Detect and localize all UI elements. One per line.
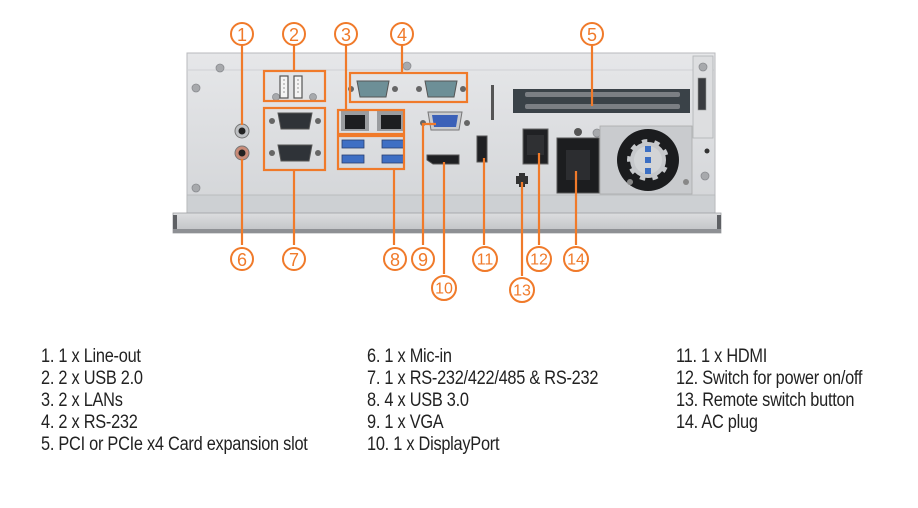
latch [697,77,707,111]
lan-ports [341,111,405,131]
svg-text:5: 5 [587,25,597,45]
hole [704,148,710,154]
svg-text:3: 3 [341,25,351,45]
com-ports [269,112,321,162]
callout-3: 3 [334,22,358,46]
slot-indicator [491,85,494,120]
svg-text:14: 14 [567,252,585,269]
expansion-slot [513,89,690,113]
legend-item: 12. Switch for power on/off [676,368,863,389]
callout-6: 6 [230,247,254,271]
legend-item: 2. 2 x USB 2.0 [41,368,143,389]
callout-9: 9 [411,247,435,271]
power-switch [522,128,549,165]
vga-port [420,111,470,131]
callout-7: 7 [282,247,306,271]
legend-item: 10. 1 x DisplayPort [367,434,500,455]
screw [215,63,225,73]
svg-text:2: 2 [289,25,299,45]
svg-text:8: 8 [390,250,400,270]
legend-item: 14. AC plug [676,412,758,433]
svg-text:13: 13 [513,283,531,300]
screw [272,93,280,101]
screw [698,62,708,72]
legend-item: 6. 1 x Mic-in [367,346,452,367]
usb2-ports [279,75,303,99]
callout-8: 8 [383,247,407,271]
callout-10: 10 [431,275,457,301]
screws [191,61,710,193]
remote-switch-button [516,173,528,187]
legend-column-3: 11. 1 x HDMI 12. Switch for power on/off… [676,346,862,434]
usb3-ports [341,139,405,164]
callout-1: 1 [230,22,254,46]
svg-text:11: 11 [477,252,494,269]
rear-panel-diagram: 1 2 3 4 5 6 7 8 9 10 11 12 13 14 [172,22,722,303]
line-out-jack [234,123,250,139]
legend-item: 1. 1 x Line-out [41,346,141,367]
legend-item: 5. PCI or PCIe x4 Card expansion slot [41,434,308,455]
legend-item: 13. Remote switch button [676,390,855,411]
legend-item: 4. 2 x RS-232 [41,412,138,433]
callout-lines [240,45,594,276]
mic-in-jack [234,145,250,161]
fan [599,125,693,195]
screw [191,183,201,193]
svg-text:10: 10 [435,281,453,298]
callout-12: 12 [526,246,552,272]
legend-item: 7. 1 x RS-232/422/485 & RS-232 [367,368,599,389]
callout-14: 14 [563,246,589,272]
callout-13: 13 [509,277,535,303]
hdmi-port [476,135,488,163]
legend-item: 8. 4 x USB 3.0 [367,390,469,411]
svg-text:1: 1 [237,25,247,45]
svg-text:6: 6 [237,250,247,270]
screw [402,61,412,71]
legend-item: 3. 2 x LANs [41,390,123,411]
displayport-port [426,154,460,165]
screw [700,171,710,181]
svg-text:12: 12 [530,252,548,269]
svg-text:9: 9 [418,250,428,270]
screw [309,93,317,101]
callout-5: 5 [580,22,604,46]
legend-item: 11. 1 x HDMI [676,346,768,367]
legend-item: 9. 1 x VGA [367,412,444,433]
legend-column-1: 1. 1 x Line-out 2. 2 x USB 2.0 3. 2 x LA… [41,346,308,456]
callout-2: 2 [282,22,306,46]
screw [191,83,201,93]
callout-11: 11 [472,246,498,272]
callout-4: 4 [390,22,414,46]
svg-text:7: 7 [289,250,299,270]
svg-text:4: 4 [397,25,407,45]
rs232-ports [348,80,466,98]
callouts: 1 2 3 4 5 6 7 8 9 10 11 12 13 14 [230,22,604,303]
ac-plug [556,128,600,194]
legend-column-2: 6. 1 x Mic-in 7. 1 x RS-232/422/485 & RS… [367,346,598,456]
